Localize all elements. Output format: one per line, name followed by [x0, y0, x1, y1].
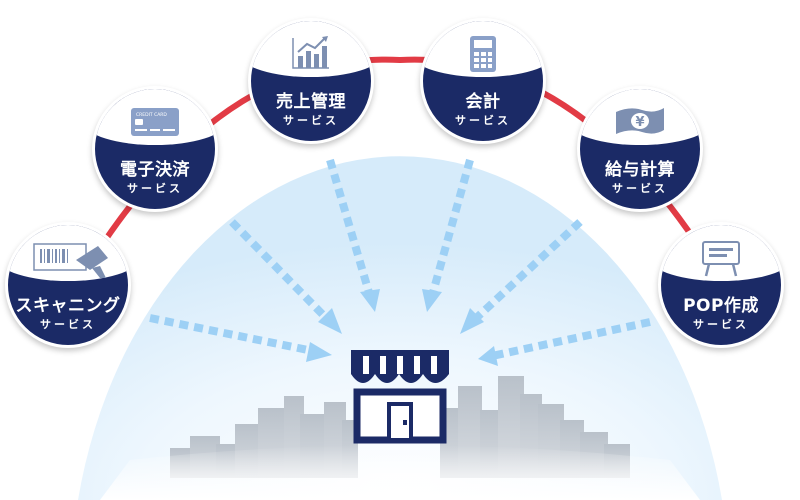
service-subtitle: サービス: [455, 114, 511, 127]
sales-chart-icon: [292, 36, 329, 69]
arrow-head-pop: [478, 346, 498, 366]
arrow-accounting: [428, 158, 474, 298]
service-subtitle: サービス: [693, 318, 749, 331]
yen-banknote-icon: ¥: [616, 108, 664, 134]
arrow-head-sales: [360, 289, 380, 312]
service-subtitle: サービス: [40, 318, 96, 331]
ground-fade: [100, 445, 700, 500]
calculator-icon: [470, 36, 496, 72]
service-node-accounting: 会計 サービス: [420, 18, 546, 144]
barcode-scanner-icon: [33, 243, 108, 278]
service-node-sales: 売上管理 サービス: [248, 18, 374, 144]
service-subtitle: サービス: [612, 182, 668, 195]
store-icon: [351, 350, 449, 444]
service-title: POP作成: [683, 296, 759, 316]
service-node-payment: CREDIT CARD 電子決済 サービス: [92, 86, 218, 212]
arrow-head-accounting: [422, 289, 442, 312]
arrow-head-scanning: [306, 342, 332, 362]
service-title: 会計: [465, 92, 501, 112]
pop-signboard-icon: [702, 241, 740, 277]
service-title: 売上管理: [276, 92, 346, 112]
credit-card-icon: CREDIT CARD: [131, 108, 179, 136]
service-subtitle: サービス: [283, 114, 339, 127]
service-node-payroll: ¥ 給与計算 サービス: [577, 86, 703, 212]
card-label: CREDIT CARD: [136, 112, 167, 118]
service-title: スキャニング: [15, 296, 121, 316]
arrow-pop: [491, 318, 651, 360]
arrow-payment: [229, 219, 333, 325]
service-title: 電子決済: [120, 160, 190, 180]
svg-text:¥: ¥: [635, 115, 644, 130]
arrow-head-payment: [318, 308, 342, 334]
arrow-sales: [326, 158, 374, 298]
arrow-head-payroll: [460, 308, 484, 334]
arrows: [149, 158, 651, 366]
arrow-payroll: [469, 219, 583, 325]
service-title: 給与計算: [605, 160, 675, 180]
arrow-scanning: [149, 314, 319, 356]
service-subtitle: サービス: [127, 182, 183, 195]
service-node-pop: POP作成 サービス: [658, 222, 784, 348]
service-node-scanning: スキャニング サービス: [5, 222, 131, 348]
